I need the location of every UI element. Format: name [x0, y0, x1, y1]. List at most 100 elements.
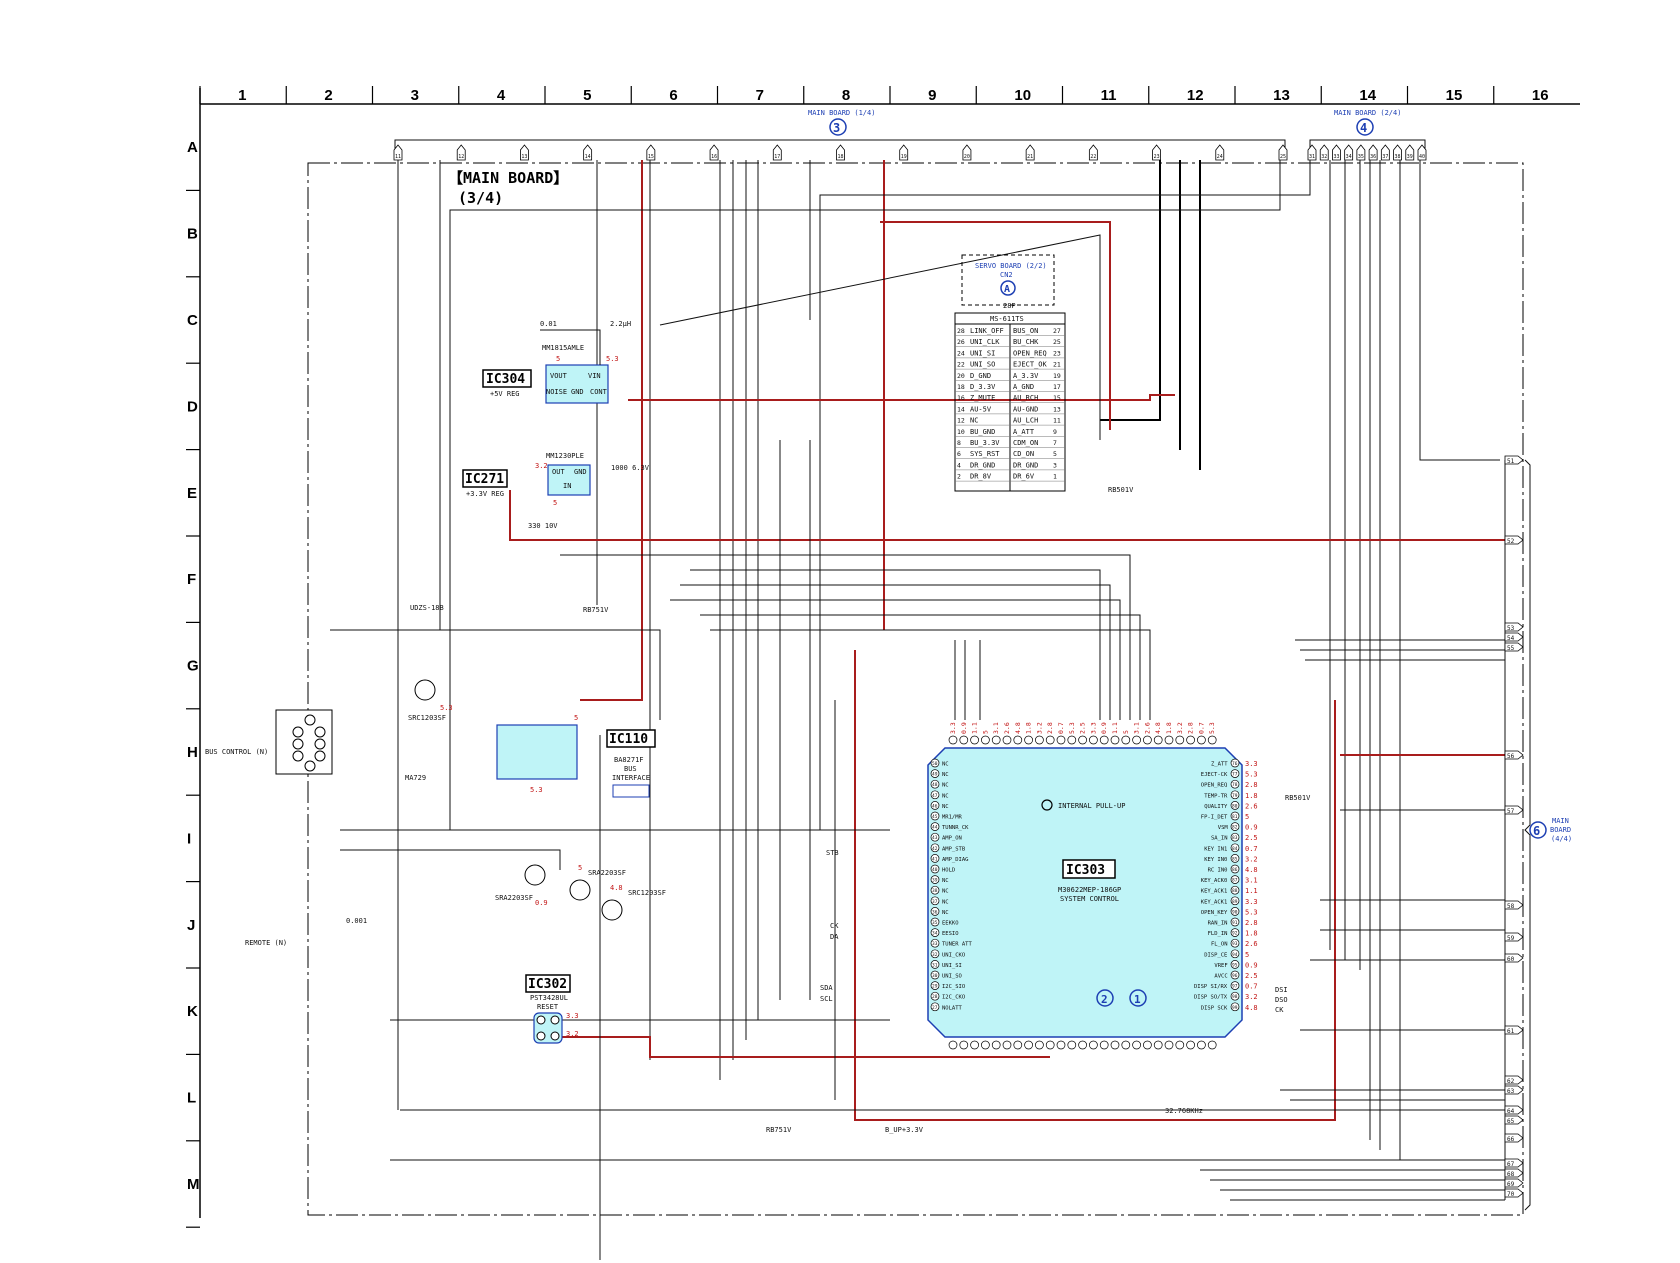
- row-label-B: B: [187, 226, 198, 243]
- ic303-right-voltage: 0.9: [1245, 824, 1258, 832]
- row-label-K: K: [187, 1003, 198, 1020]
- top-port: [962, 144, 972, 161]
- cn2-pin-6: 6: [957, 450, 961, 458]
- ic303-left-pin-name: UNI_SO: [942, 974, 962, 980]
- ic303-top-voltage: 5: [981, 730, 989, 734]
- ic303-right-pin: [1230, 907, 1240, 916]
- ic304-pin-cont: CONT: [590, 388, 608, 396]
- ic303-top-pin: [1121, 735, 1131, 745]
- ic303-bottom-pin: [981, 1040, 990, 1050]
- ic303-right-voltage: 3.3: [1245, 898, 1258, 906]
- ic303-pin-num: 82: [1232, 825, 1238, 831]
- ic303-bottom-pin: [1132, 1040, 1141, 1050]
- ic303-left-pin: [930, 854, 940, 863]
- top-port: [1393, 144, 1402, 161]
- cn2-pin-5: 5: [1053, 450, 1057, 458]
- ic303-bottom-pin: [1078, 1040, 1087, 1050]
- col-label-5: 5: [583, 87, 591, 104]
- ic302-reset: IC302 PST3428UL RESET 3.3 3.2: [525, 974, 579, 1044]
- cn2-pin-4: 4: [957, 461, 961, 469]
- ic303-pin-num: 45: [932, 814, 938, 820]
- right-port-60: 60: [1507, 956, 1515, 963]
- cn2-pin-9: 9: [1053, 428, 1057, 436]
- ic303-pin-num: 87: [1232, 878, 1238, 884]
- cn2-pin-21: 21: [1053, 361, 1061, 369]
- ic303-right-pin: [1230, 854, 1240, 863]
- board-boundary: [307, 162, 1524, 1216]
- ic303-right-pin: [1230, 938, 1240, 948]
- col-label-13: 13: [1273, 87, 1290, 104]
- top-port: [393, 144, 403, 161]
- ic303-bottom-pin: [948, 1040, 958, 1050]
- ic303-top-pin: [1175, 735, 1185, 745]
- ic303-right-voltage: 2.8: [1245, 919, 1258, 927]
- bus-control-connector: BUS CONTROL (N) REMOTE (N) 0.001: [205, 709, 367, 947]
- top-port-32: 32: [1321, 154, 1327, 160]
- ic303-bottom-pin: [1186, 1040, 1195, 1050]
- ic271-pin-out: OUT: [552, 468, 565, 476]
- ic303-left-pin: [930, 811, 940, 821]
- top-port: [1332, 144, 1341, 161]
- ic303-left-pin-name: UNI_CKO: [942, 952, 965, 958]
- ic303-top-voltage: 3.3: [1089, 722, 1097, 734]
- right-port-69: 69: [1507, 1181, 1515, 1188]
- cn2-pin-name: A_GND: [1013, 383, 1034, 391]
- ic271-v32: 3.2: [535, 462, 548, 470]
- diode-rb501v: RB501V: [1108, 486, 1134, 494]
- ic303-right-voltage: 1.8: [1245, 930, 1258, 938]
- cn2-pin-11: 11: [1053, 417, 1061, 425]
- ic110-name: IC110: [609, 732, 648, 747]
- ic304-pin-vin: VIN: [588, 372, 601, 380]
- cn2-pin-name: OPEN_REQ: [1013, 349, 1047, 357]
- right-port-62: 62: [1507, 1078, 1515, 1085]
- disp-dsi: DSI: [1275, 986, 1288, 994]
- ic303-pin-num: 42: [932, 846, 938, 852]
- ic303-bottom-pin: [1002, 1040, 1012, 1050]
- ic303-pin-num: 79: [1232, 793, 1238, 799]
- signal-da: DA: [830, 933, 839, 941]
- ic303-right-pin: [1230, 885, 1240, 895]
- cn2-pin-name: A_ATT: [1013, 428, 1035, 436]
- ic304-regulator: MM1815AMLE VOUT VIN NOISE GND CONT IC304…: [482, 320, 631, 404]
- ic303-left-pin: [930, 960, 940, 969]
- ic303-pin-num: 47: [932, 793, 938, 799]
- ic303-bottom-pin: [1207, 1040, 1217, 1050]
- top-port-34: 34: [1346, 154, 1352, 160]
- ic303-right-pin-name: FP-I_DET: [1201, 815, 1228, 821]
- ic303-name: IC303: [1066, 863, 1105, 878]
- ic303-bottom-pin: [1099, 1040, 1109, 1050]
- ic303-right-pin-name: QUALITY: [1204, 804, 1228, 810]
- cn2-pin-name: LINK_OFF: [970, 327, 1004, 335]
- cn2-pin-name: SYS_RST: [970, 450, 1000, 458]
- cn2-pin-name: DR_GND: [1013, 461, 1038, 469]
- ic303-top-voltage: 5.3: [1068, 722, 1076, 734]
- right-port: [1504, 1178, 1524, 1188]
- top-port: [836, 144, 845, 161]
- top-port-35: 35: [1358, 154, 1364, 160]
- signal-stb: STB: [826, 849, 839, 857]
- diode-ma729: MA729: [405, 774, 426, 782]
- ic303-left-pin-name: NC: [942, 772, 949, 778]
- ic303-top-voltage: 1.1: [1111, 722, 1119, 734]
- col-label-2: 2: [324, 87, 332, 104]
- ic303-left-pin-name: NC: [942, 783, 949, 789]
- title-line1: 【MAIN BOARD】: [448, 169, 568, 187]
- board-title: 【MAIN BOARD】 (3/4): [448, 169, 568, 207]
- ic303-pin-num: 98: [1232, 994, 1238, 1000]
- ic303-top-voltage: 2.8: [1187, 722, 1195, 734]
- col-label-9: 9: [928, 87, 936, 104]
- tr-sra2203sf-1: SRA2203SF: [495, 894, 533, 902]
- ic303-right-pin-name: VSM: [1218, 825, 1229, 831]
- ic304-desc: +5V REG: [490, 390, 520, 398]
- ic303-right-pin-name: DISP SCK: [1201, 1005, 1228, 1011]
- remote-cap: 0.001: [346, 917, 367, 925]
- ic303-pin-num: 95: [1232, 962, 1238, 968]
- right-port: [1504, 632, 1524, 642]
- ic303-bottom-pin: [1164, 1040, 1174, 1050]
- right-port: [1504, 932, 1524, 942]
- cn2-pin-24: 24: [957, 349, 965, 357]
- top-port: [1278, 144, 1288, 161]
- tr-src1203sf: SRC1203SF: [408, 714, 446, 722]
- ic303-right-pin: [1230, 769, 1240, 778]
